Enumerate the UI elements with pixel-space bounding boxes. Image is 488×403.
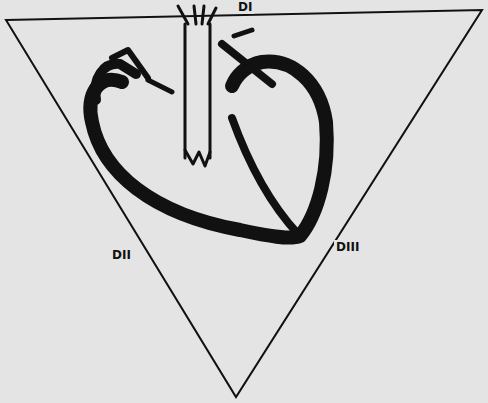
heart-drawing [90, 6, 326, 238]
lead-label: DI [236, 0, 254, 14]
lead-label: DIII [334, 240, 361, 254]
lead-label: DII [110, 248, 133, 262]
einthoven-triangle [6, 10, 482, 397]
